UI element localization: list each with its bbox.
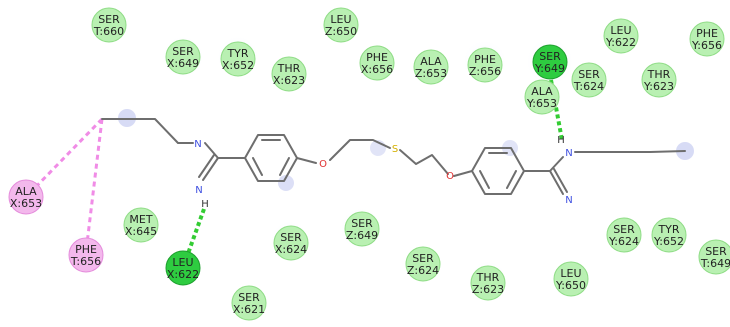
residue-disc [698, 239, 730, 275]
residue-disc [651, 217, 687, 253]
residue-disc [524, 79, 560, 115]
hydrogen-atom-2: H [557, 135, 565, 146]
nitrogen-atom-4: N [565, 195, 572, 206]
residue-disc [603, 18, 639, 54]
residue-disc [123, 207, 159, 243]
residue-disc [165, 39, 201, 75]
nitrogen-atom-3: N [565, 148, 572, 159]
residue-disc [532, 44, 568, 80]
pi-alkyl-line-ala-x653 [24, 117, 104, 199]
residue-disc [467, 47, 503, 83]
residue-disc [689, 21, 725, 57]
residue-disc [359, 45, 395, 81]
oxygen-atom-2: O [446, 171, 454, 182]
hydrogen-atom-1: H [201, 199, 209, 210]
hbond-line-leu-x622 [183, 208, 206, 263]
residue-disc [271, 56, 307, 92]
sulfur-atom: S [392, 144, 398, 155]
residue-disc [344, 211, 380, 247]
residue-disc [8, 179, 44, 215]
residue-disc [641, 62, 677, 98]
residue-disc [405, 246, 441, 282]
residue-disc [323, 7, 359, 43]
pi-alkyl-line-phe-t656 [84, 118, 104, 253]
residue-disc [413, 49, 449, 85]
residue-disc [68, 237, 104, 273]
residue-disc [231, 285, 267, 321]
residue-disc [220, 41, 256, 77]
ligand: N N O S O N N H H [101, 109, 694, 210]
nitrogen-atom-1: N [194, 139, 201, 150]
nitrogen-atom-2: N [195, 185, 202, 196]
residue-disc [553, 261, 589, 297]
residue-disc [91, 7, 127, 43]
oxygen-atom-1: O [319, 159, 327, 170]
residue-disc [273, 225, 309, 261]
residue-disc [606, 217, 642, 253]
residue-disc [165, 250, 201, 286]
residue-disc [571, 62, 607, 98]
residue-disc [470, 265, 506, 301]
